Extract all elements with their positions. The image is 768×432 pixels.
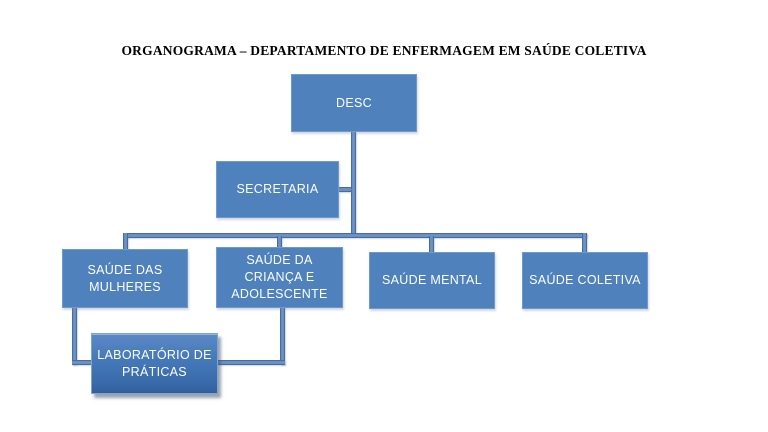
connector-drop-saude-das-mulheres [123, 233, 128, 250]
node-saude-mental: SAÚDE MENTAL [369, 252, 495, 309]
node-saude-das-mulheres: SAÚDE DAS MULHERES [62, 249, 188, 308]
connector-mulheres-to-lab-horizontal [72, 360, 92, 365]
connector-mulheres-to-lab-vertical [72, 307, 77, 365]
connector-secretaria-to-trunk [339, 187, 351, 192]
node-desc: DESC [291, 74, 417, 132]
node-saude-da-crianca-e-adolescente: SAÚDE DA CRIANÇA E ADOLESCENTE [216, 247, 343, 308]
connector-crianca-to-lab-vertical [280, 305, 285, 365]
node-saude-coletiva: SAÚDE COLETIVA [522, 252, 648, 309]
connector-drop-saude-da-crianca [277, 236, 282, 248]
connector-drop-saude-mental [429, 236, 434, 252]
connector-branches-horizontal [123, 233, 587, 238]
connector-desc-to-branches [351, 132, 356, 235]
connector-drop-saude-coletiva [582, 233, 587, 252]
node-laboratorio-de-praticas: LABORATÓRIO DE PRÁTICAS [91, 333, 218, 394]
page-title: ORGANOGRAMA – DEPARTAMENTO DE ENFERMAGEM… [121, 43, 647, 58]
node-secretaria: SECRETARIA [216, 161, 339, 218]
connector-crianca-to-lab-horizontal [218, 360, 285, 365]
